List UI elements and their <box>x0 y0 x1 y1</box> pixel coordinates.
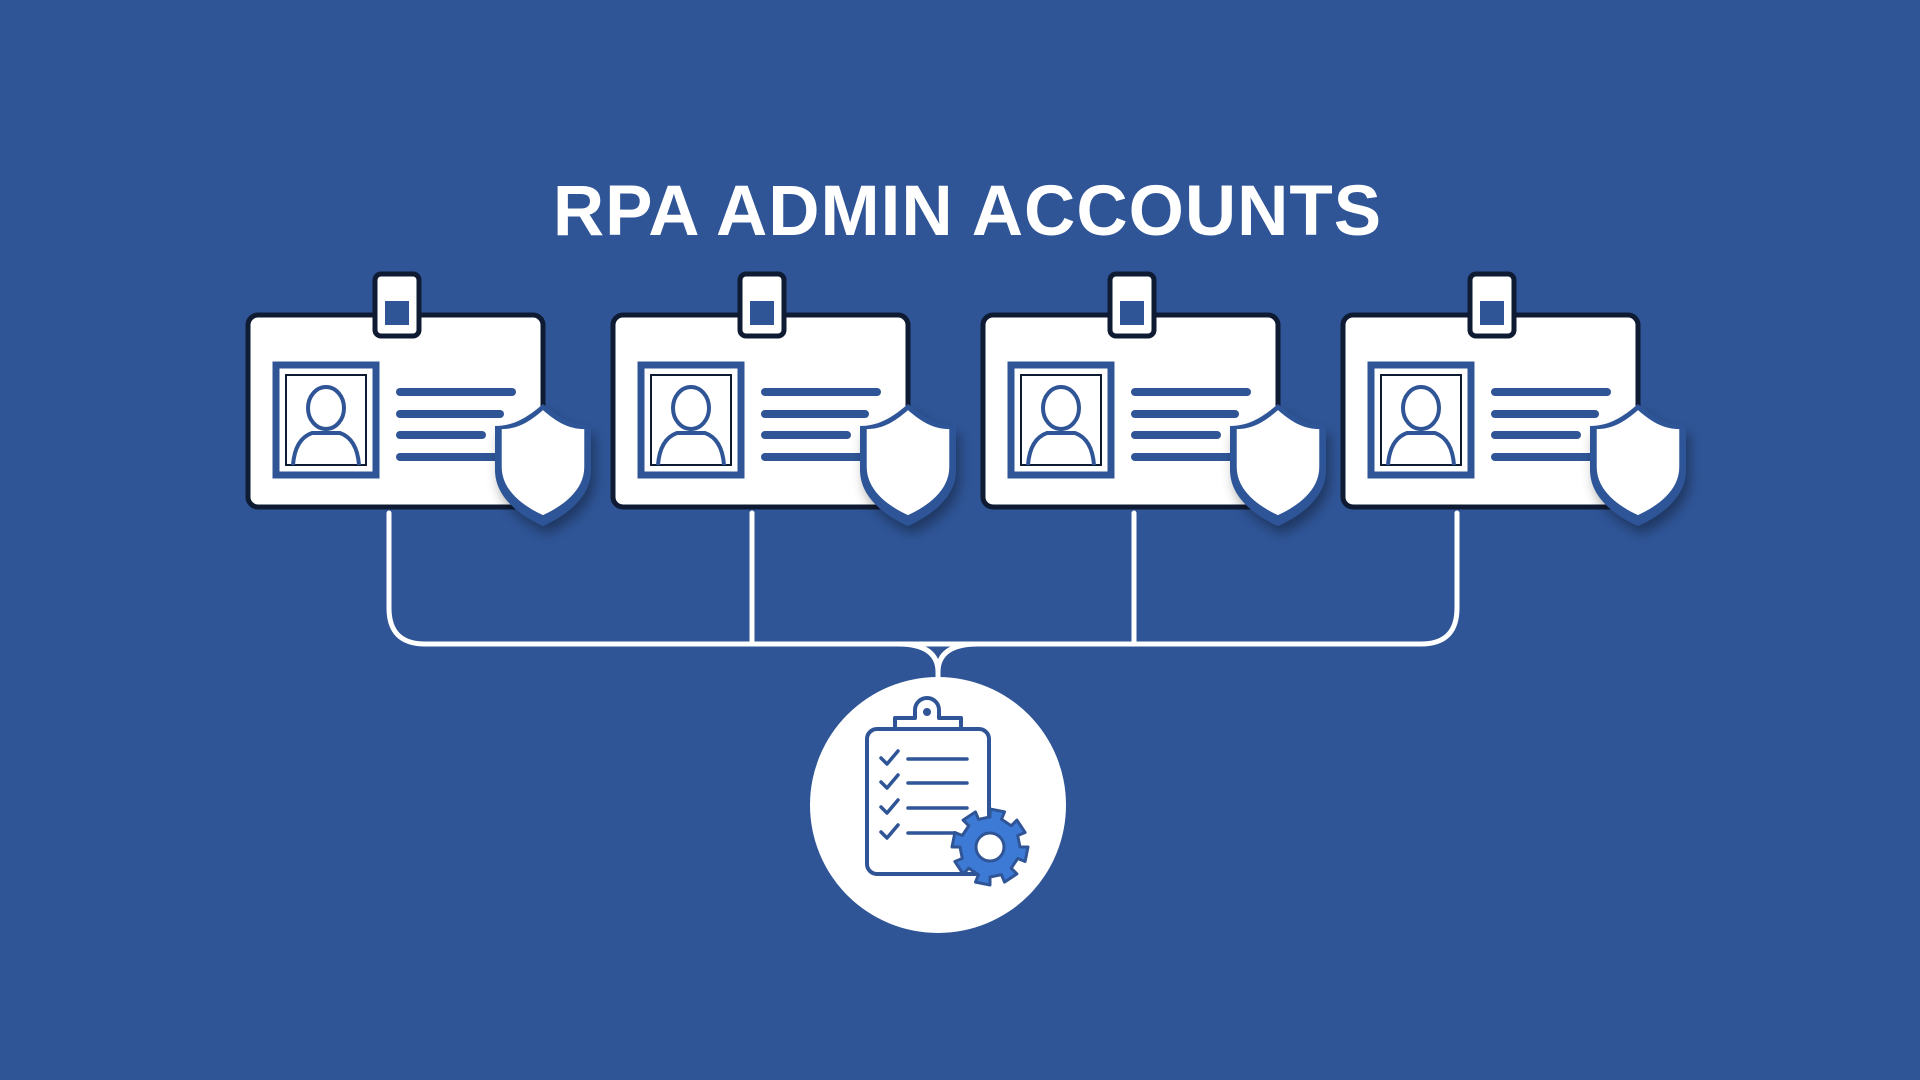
connector-line <box>895 641 941 685</box>
process-hub <box>810 677 1066 933</box>
connector-bus-line <box>386 510 1460 647</box>
badge-clip-icon <box>737 271 787 339</box>
text-lines-icon <box>761 388 881 461</box>
user-portrait-icon <box>272 361 380 479</box>
connector-line <box>935 641 981 675</box>
gear-icon <box>950 807 1030 887</box>
badge-clip-icon <box>1467 271 1517 339</box>
text-lines-icon <box>1131 388 1251 461</box>
id-card-4 <box>1340 271 1686 526</box>
shield-icon <box>495 404 591 526</box>
diagram-title: RPA ADMIN ACCOUNTS <box>552 172 1383 251</box>
text-lines-icon <box>396 388 516 461</box>
checkmark-icon <box>879 823 900 840</box>
connector-lines <box>386 510 1460 685</box>
badge-clip-icon <box>1107 271 1157 339</box>
user-portrait-icon <box>1007 361 1115 479</box>
checkmark-icon <box>879 798 900 815</box>
badge-clip-icon <box>372 271 422 339</box>
id-card-3 <box>980 271 1326 526</box>
user-portrait-icon <box>1367 361 1475 479</box>
clipboard-checklist-icon <box>865 696 991 876</box>
id-card-1 <box>245 271 591 526</box>
shield-icon <box>860 404 956 526</box>
checkmark-icon <box>879 749 900 766</box>
id-card-group <box>245 271 1686 526</box>
id-card-2 <box>610 271 956 526</box>
user-portrait-icon <box>637 361 745 479</box>
shield-icon <box>1590 404 1686 526</box>
shield-icon <box>1230 404 1326 526</box>
checkmark-icon <box>879 773 900 790</box>
text-lines-icon <box>1491 388 1611 461</box>
